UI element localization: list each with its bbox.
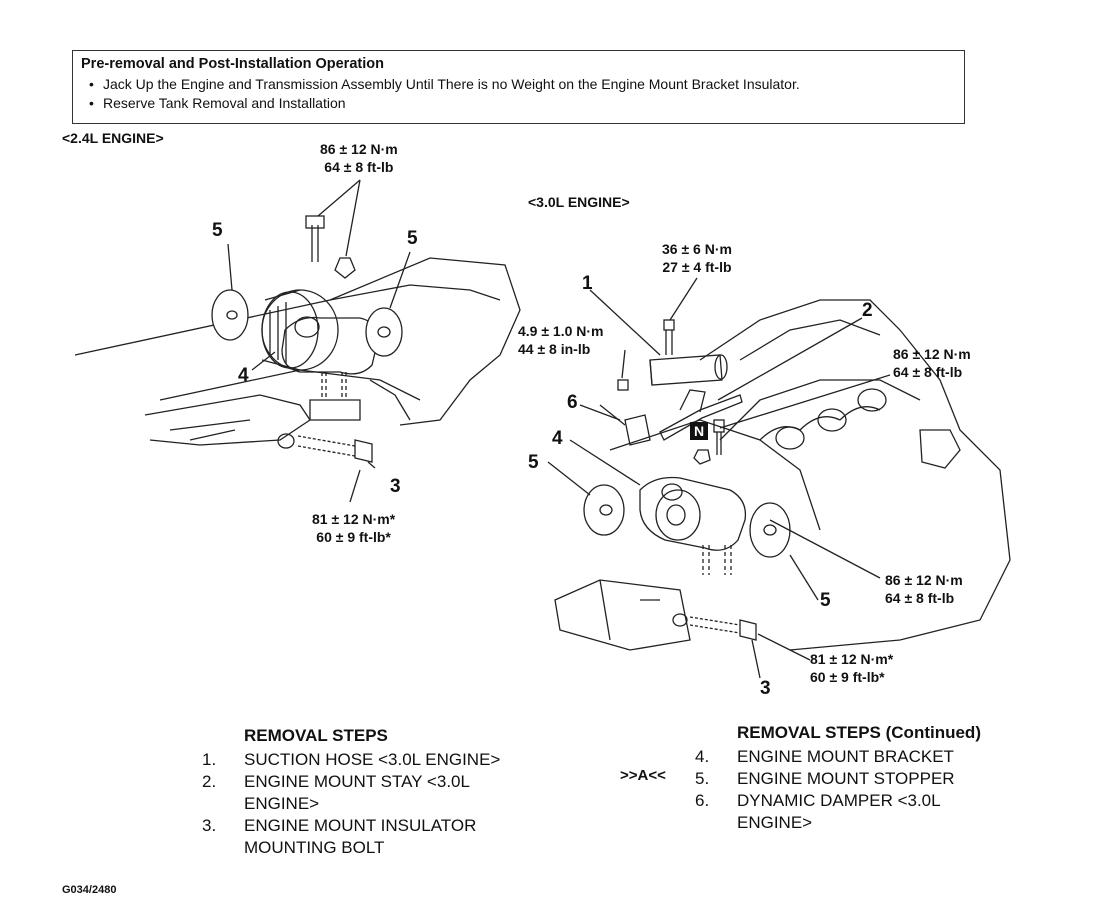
torque-spec-stopper: 86 ± 12 N·m 64 ± 8 ft-lb xyxy=(885,572,963,606)
figure-code: G034/2480 xyxy=(62,884,117,896)
list-item: 3. ENGINE MOUNT INSULATOR MOUNTING BOLT xyxy=(202,816,477,857)
callout-5: 5 xyxy=(212,220,223,241)
removal-steps-continued: REMOVAL STEPS (Continued) 4. ENGINE MOUN… xyxy=(695,722,1007,834)
engine-label-3-0l: <3.0L ENGINE> xyxy=(528,194,630,210)
callout-3: 3 xyxy=(390,476,401,497)
list-item: 6. DYNAMIC DAMPER <3.0L ENGINE> xyxy=(695,791,940,832)
torque-spec-damper: 4.9 ± 1.0 N·m 44 ± 8 in-lb xyxy=(518,323,604,357)
note-title: Pre-removal and Post-Installation Operat… xyxy=(81,56,384,72)
callout-1: 1 xyxy=(582,273,593,294)
torque-spec-stay: 86 ± 12 N·m 64 ± 8 ft-lb xyxy=(893,346,971,380)
list-item: 1. SUCTION HOSE <3.0L ENGINE> xyxy=(202,750,501,769)
callout-5: 5 xyxy=(820,590,831,611)
callout-6: 6 xyxy=(567,392,578,413)
torque-spec-bolt-right: 81 ± 12 N·m* 60 ± 9 ft-lb* xyxy=(810,651,894,685)
callout-4: 4 xyxy=(552,428,563,449)
service-point-marker: >>A<< xyxy=(620,767,666,784)
list-item: 2. ENGINE MOUNT STAY <3.0L ENGINE> xyxy=(202,772,470,813)
list-item: 5. ENGINE MOUNT STOPPER xyxy=(695,769,955,788)
removal-steps-title: REMOVAL STEPS xyxy=(244,726,388,745)
callout-5: 5 xyxy=(407,228,418,249)
note-item: •Reserve Tank Removal and Installation xyxy=(89,95,346,111)
note-item: •Jack Up the Engine and Transmission Ass… xyxy=(89,76,800,92)
pre-removal-note: Pre-removal and Post-Installation Operat… xyxy=(72,50,965,124)
callout-5: 5 xyxy=(528,452,539,473)
removal-steps: REMOVAL STEPS 1. SUCTION HOSE <3.0L ENGI… xyxy=(202,725,514,859)
torque-spec-top: 86 ± 12 N·m 64 ± 8 ft-lb xyxy=(320,141,398,175)
callout-4: 4 xyxy=(238,365,249,386)
torque-spec-bolt: 81 ± 12 N·m* 60 ± 9 ft-lb* xyxy=(312,511,396,545)
callout-2: 2 xyxy=(862,300,873,321)
torque-spec-suction: 36 ± 6 N·m 27 ± 4 ft-lb xyxy=(662,241,732,275)
callout-3: 3 xyxy=(760,678,771,699)
nut-symbol-n: N xyxy=(690,422,708,440)
engine-label-2-4l: <2.4L ENGINE> xyxy=(62,130,164,146)
list-item: 4. ENGINE MOUNT BRACKET xyxy=(695,747,954,766)
removal-steps-continued-title: REMOVAL STEPS (Continued) xyxy=(737,723,981,742)
